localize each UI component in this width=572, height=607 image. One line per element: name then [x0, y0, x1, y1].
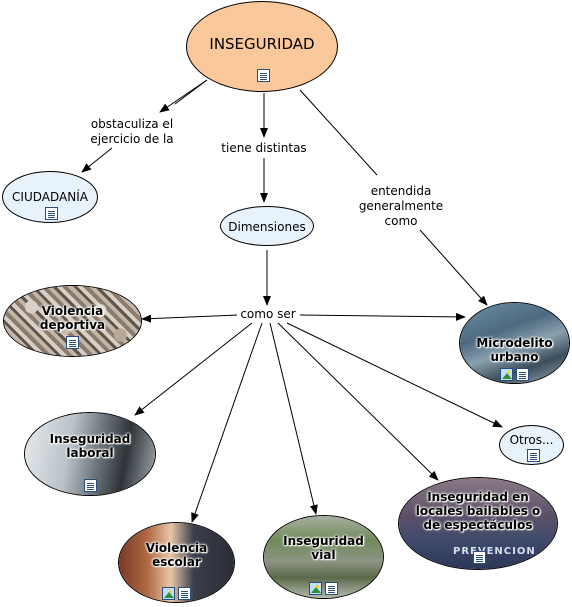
node-otros[interactable]: Otros... — [499, 425, 564, 465]
edge-comoser-laboral — [134, 322, 253, 416]
edge-comoser-otros — [286, 322, 503, 428]
node-microdelito-urbano[interactable]: Microdelito urbano — [459, 302, 570, 384]
picture-icon[interactable] — [500, 368, 513, 381]
node-ciudadania[interactable]: CIUDADANÍA — [2, 171, 98, 223]
school-photo — [119, 523, 234, 602]
document-icon[interactable] — [257, 69, 270, 82]
edge-comoser-microdelito — [299, 312, 466, 321]
node-violencia-deportiva-label: Violencia deportiva — [39, 304, 106, 332]
road-photo — [264, 516, 383, 598]
document-icon[interactable] — [66, 336, 79, 349]
node-inseguridad[interactable]: INSEGURIDAD — [186, 1, 338, 92]
picture-icon[interactable] — [162, 587, 175, 600]
node-locales-bailables-label: Inseguridad en locales bailables o de es… — [415, 490, 541, 532]
node-dimensiones[interactable]: Dimensiones — [220, 206, 314, 246]
link-label-entendida: entendida generalmente como — [356, 184, 446, 229]
node-inseguridad-laboral-label: Inseguridad laboral — [49, 432, 131, 460]
link-label-como-ser: como ser — [237, 307, 299, 322]
node-microdelito-urbano-label: Microdelito urbano — [476, 336, 553, 364]
edge-entendida-microdelito — [419, 229, 488, 306]
node-inseguridad-laboral[interactable]: Inseguridad laboral — [24, 412, 156, 496]
edge-root-ciudadania-start — [159, 79, 208, 113]
node-violencia-escolar[interactable]: Violencia escolar — [118, 522, 235, 603]
document-icon[interactable] — [473, 551, 486, 564]
node-violencia-deportiva[interactable]: Violencia deportiva — [3, 285, 142, 357]
node-inseguridad-vial[interactable]: Inseguridad vial — [263, 515, 384, 599]
node-dimensiones-label: Dimensiones — [228, 220, 306, 234]
document-icon[interactable] — [516, 368, 529, 381]
prevencion-banner-text: PREVENCION — [453, 546, 536, 557]
edge-comoser-escolar — [191, 322, 263, 523]
document-icon[interactable] — [325, 582, 338, 595]
edge-comoser-deportiva — [141, 314, 239, 323]
node-inseguridad-vial-label: Inseguridad vial — [283, 534, 364, 562]
node-violencia-escolar-label: Violencia escolar — [145, 541, 208, 569]
edge-obstaculiza-ciudadania — [81, 147, 113, 173]
document-icon[interactable] — [84, 479, 97, 492]
edge-comoser-locales — [277, 322, 439, 481]
edge-root-entendida — [299, 89, 378, 176]
street-photo — [460, 303, 569, 383]
document-icon[interactable] — [527, 449, 540, 462]
node-ciudadania-label: CIUDADANÍA — [12, 190, 88, 204]
picture-icon[interactable] — [309, 582, 322, 595]
document-icon[interactable] — [45, 207, 58, 220]
document-icon[interactable] — [178, 587, 191, 600]
node-inseguridad-label: INSEGURIDAD — [209, 35, 315, 53]
link-label-tiene-distintas: tiene distintas — [218, 141, 310, 156]
node-locales-bailables[interactable]: Inseguridad en locales bailables o de es… — [398, 477, 558, 570]
node-otros-label: Otros... — [509, 433, 554, 447]
link-label-obstaculiza: obstaculiza el ejercicio de la — [84, 117, 180, 147]
edge-comoser-vial — [269, 322, 318, 515]
